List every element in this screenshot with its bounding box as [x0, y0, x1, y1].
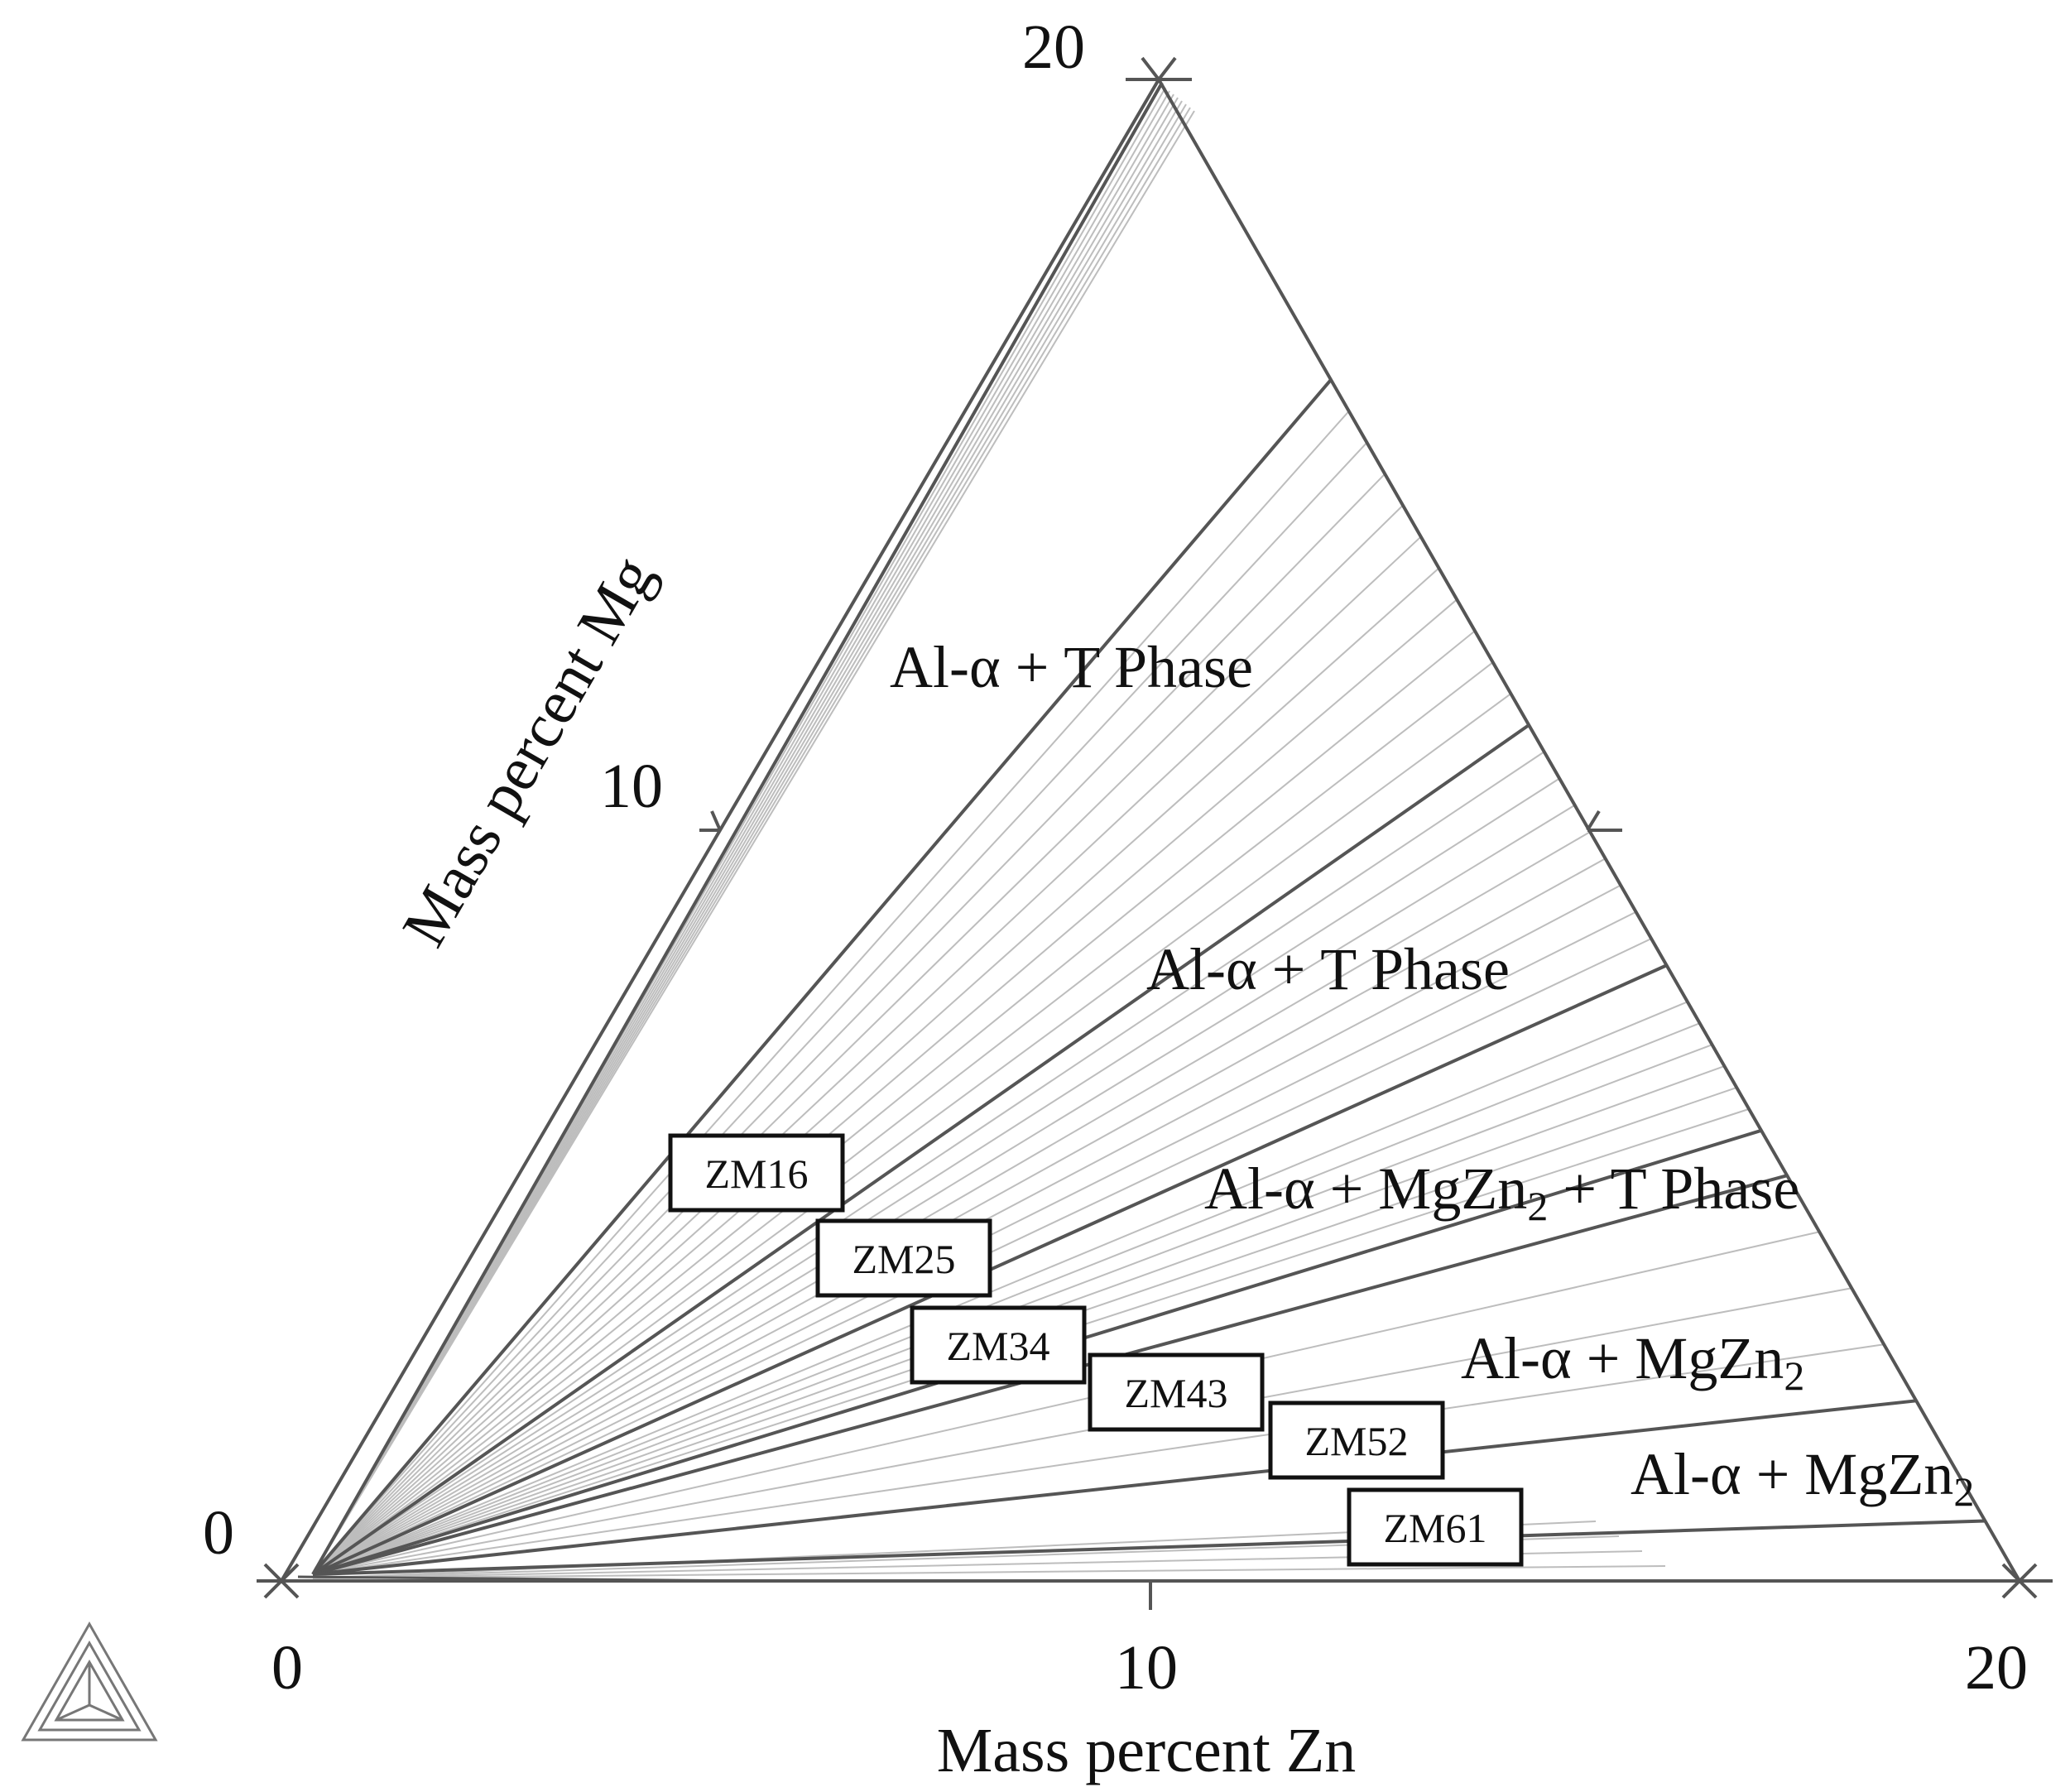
sample-label-zm43: ZM43: [1088, 1352, 1265, 1432]
mg-tick-0: 0: [203, 1498, 234, 1568]
tick-mark-zn-0: [263, 1563, 300, 1599]
sample-text-zm25: ZM25: [852, 1236, 956, 1282]
zn-tick-0: 0: [271, 1633, 303, 1703]
sample-label-zm61: ZM61: [1347, 1487, 1524, 1567]
sample-text-zm43: ZM43: [1125, 1370, 1228, 1416]
tick-mark-right-10: [1586, 810, 1622, 832]
mg-tick-10: 10: [600, 752, 663, 821]
tie-line: [312, 751, 1545, 1575]
tie-line: [312, 777, 1560, 1575]
tie-line: [312, 598, 1458, 1575]
mg-tick-20: 20: [1022, 12, 1085, 82]
tick-marks: [263, 56, 2038, 1610]
sample-box-zm43: [1088, 1352, 1265, 1432]
sample-box-zm52: [1268, 1400, 1445, 1480]
tie-line: [312, 804, 1576, 1575]
tie-line: [312, 536, 1422, 1575]
phase-boundary-0: [311, 378, 1333, 1576]
ternary-triangle-icon: [21, 1621, 158, 1742]
phase-boundary-5: [312, 1399, 1917, 1576]
sample-label-zm34: ZM34: [910, 1305, 1087, 1385]
tie-line: [312, 100, 1183, 1575]
sample-text-zm16: ZM16: [705, 1151, 809, 1197]
tie-line: [312, 90, 1170, 1575]
zn-axis-title: Mass percent Zn: [937, 1716, 1357, 1785]
tick-mark-mg-20: [1126, 56, 1192, 81]
tie-line: [312, 630, 1476, 1575]
phase-boundary-6: [312, 1519, 1986, 1576]
sample-text-zm61: ZM61: [1384, 1505, 1487, 1551]
tie-line: [312, 1565, 1666, 1579]
tie-line: [312, 107, 1191, 1575]
phase-boundary-left: [311, 82, 1164, 1575]
tie-line: [312, 693, 1512, 1575]
sample-text-zm34: ZM34: [947, 1323, 1050, 1369]
zn-tick-20: 20: [1965, 1633, 2028, 1703]
region-label-al-mgzn2-2: Al-α + MgZn2: [1631, 1441, 1974, 1515]
tie-line: [312, 103, 1187, 1575]
tie-line: [312, 94, 1174, 1575]
tie-line: [312, 504, 1404, 1575]
phase-boundary-1: [311, 723, 1530, 1576]
tie-line: [312, 473, 1386, 1575]
sample-box-zm25: [815, 1218, 992, 1298]
tie-line: [312, 1001, 1688, 1575]
sample-label-zm52: ZM52: [1268, 1400, 1445, 1480]
sample-box-zm34: [910, 1305, 1087, 1385]
tie-line: [312, 858, 1607, 1575]
tie-line: [312, 831, 1591, 1575]
sample-text-zm52: ZM52: [1305, 1418, 1409, 1464]
region-label-al-mgzn2-1: Al-α + MgZn2: [1461, 1325, 1804, 1399]
tie-line: [312, 661, 1494, 1575]
tick-mark-zn-20: [2001, 1563, 2038, 1599]
region-label-al-t-phase-1: Al-α + T Phase: [890, 634, 1253, 700]
tick-mark-mg-10: [699, 810, 722, 832]
region-label-al-t-phase-2: Al-α + T Phase: [1146, 936, 1510, 1002]
tie-line: [312, 1287, 1852, 1575]
sample-box-zm61: [1347, 1487, 1524, 1567]
tie-line: [312, 441, 1368, 1575]
zn-tick-10: 10: [1115, 1633, 1178, 1703]
sample-label-zm25: ZM25: [815, 1218, 992, 1298]
sample-box-zm16: [668, 1133, 845, 1213]
tie-line: [312, 1231, 1820, 1575]
sample-label-zm16: ZM16: [668, 1133, 845, 1213]
tie-line: [312, 411, 1350, 1575]
region-label-al-mgzn2-t-phase: Al-α + MgZn2 + T Phase: [1204, 1155, 1799, 1229]
tie-line: [312, 1022, 1701, 1575]
tie-line: [312, 110, 1195, 1575]
tie-line: [312, 1343, 1885, 1575]
phase-boundaries: [297, 82, 1986, 1583]
tie-line: [312, 97, 1179, 1575]
tie-line: [312, 567, 1440, 1575]
